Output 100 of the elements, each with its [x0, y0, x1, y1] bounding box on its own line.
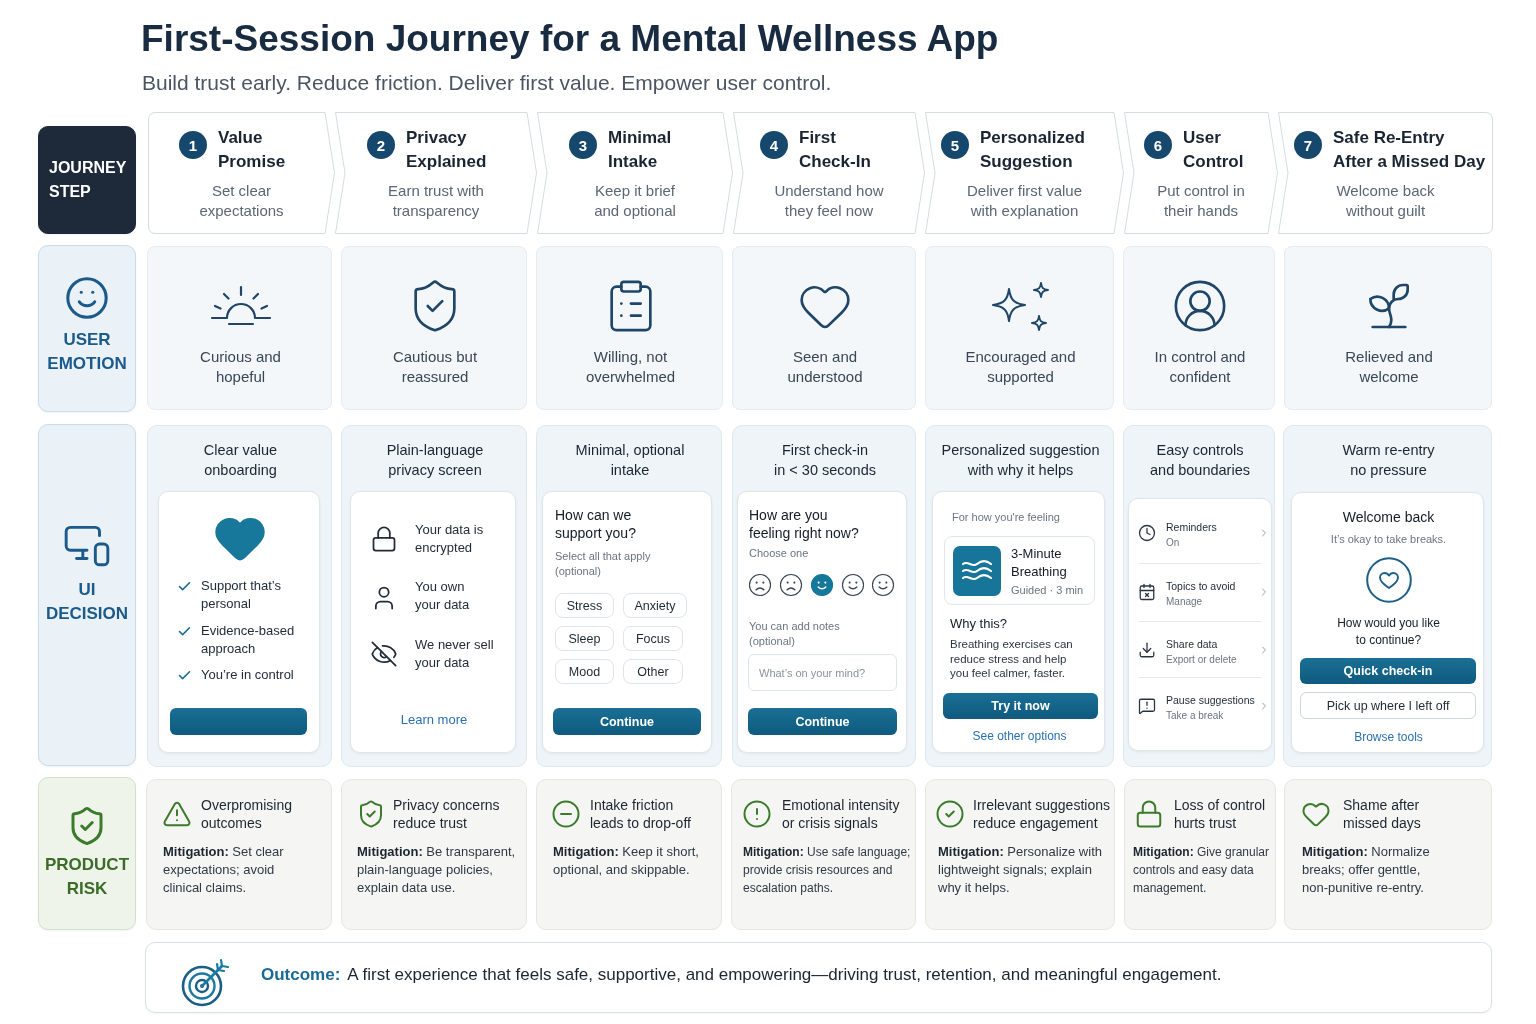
- emotion-label: Encouraged and supported: [965, 347, 1076, 387]
- panel-heading: Easy controls and boundaries: [1150, 441, 1250, 480]
- emotion-label: Relieved and welcome: [1345, 347, 1433, 387]
- ui-decision-panel: [925, 425, 1114, 767]
- learn-more-link: Learn more: [400, 712, 468, 728]
- page-title: First-Session Journey for a Mental Wellness App: [141, 17, 999, 61]
- row-header: [38, 245, 136, 412]
- risk-card: [1124, 779, 1276, 930]
- journey-step-card: [733, 112, 925, 234]
- emotion-card: [1123, 246, 1275, 410]
- topic-option: Sleep: [555, 626, 614, 651]
- step-title: Value Promise: [218, 127, 286, 173]
- journey-step-card: [925, 112, 1124, 234]
- app-screen-mockup: [932, 491, 1105, 753]
- exercise-meta: Guided · 3 min: [1011, 583, 1084, 597]
- row-header: [38, 126, 136, 234]
- benefit-text: Support that’s personal: [201, 577, 281, 613]
- primary-button: Try it now: [943, 693, 1098, 719]
- mitigation-text: Mitigation: Keep it short, optional, and skippable.: [553, 843, 700, 879]
- app-screen-mockup: [350, 491, 516, 753]
- ui-decision-panel: [536, 425, 722, 767]
- emotion-card: [536, 246, 723, 410]
- emotion-card: [1284, 246, 1492, 410]
- emotion-card: [732, 246, 916, 410]
- risk-title: Emotional intensity or crisis signals: [782, 796, 900, 832]
- emotion-label: Cautious but reassured: [392, 347, 478, 387]
- topic-option: Other: [623, 659, 683, 684]
- secondary-button: Pick up where I left off: [1300, 692, 1476, 719]
- risk-card: [536, 779, 722, 930]
- screen-question: How would you like to continue?: [1337, 615, 1440, 649]
- privacy-point-text: You own your data: [415, 578, 470, 614]
- screen-heading: Welcome back: [1342, 508, 1435, 526]
- step-description: Put control in their hands: [1157, 181, 1245, 221]
- privacy-point-text: Your data is encrypted: [415, 521, 484, 557]
- context-label: For how you're feeling: [952, 510, 1060, 524]
- emotion-label: In control and confident: [1154, 347, 1246, 387]
- privacy-point-text: We never sell your data: [415, 636, 494, 672]
- journey-step-card: [1278, 112, 1493, 234]
- mitigation-text: Mitigation: Use safe language; provide crisis resources and escalation paths.: [743, 844, 912, 897]
- panel-heading: First check-in in < 30 seconds: [774, 441, 876, 480]
- emotion-card: [147, 246, 332, 410]
- setting-title: Reminders: [1166, 520, 1217, 534]
- panel-heading: Personalized suggestion with why it helps: [941, 441, 1100, 480]
- row-header-label: USER EMOTION: [47, 329, 127, 375]
- topic-option: Mood: [555, 659, 614, 684]
- emotion-card: [925, 246, 1114, 410]
- mitigation-text: Mitigation: Give granular controls and easy data management.: [1133, 844, 1271, 897]
- journey-step-card: [537, 112, 733, 234]
- setting-title: Topics to avoid: [1166, 579, 1236, 593]
- risk-card: [731, 779, 916, 930]
- helper-text: Choose one: [749, 546, 809, 561]
- risk-title: Irrelevant suggestions reduce engagement: [973, 796, 1110, 832]
- app-screen-mockup: [1291, 492, 1484, 753]
- step-title: Minimal Intake: [608, 127, 672, 173]
- helper-text: You can add notes (optional): [749, 619, 840, 649]
- step-description: Earn trust with transparency: [388, 181, 484, 221]
- explanation-text: Breathing exercises can reduce stress and help you feel calmer, faster.: [950, 637, 1073, 681]
- emotion-label: Seen and understood: [787, 347, 863, 387]
- emotion-label: Curious and hopeful: [200, 347, 281, 387]
- risk-card: [146, 779, 332, 930]
- benefit-text: Evidence-based approach: [201, 622, 295, 658]
- helper-text: It’s okay to take breaks.: [1330, 532, 1447, 546]
- ui-decision-panel: [1283, 425, 1492, 767]
- mitigation-text: Mitigation: Be transparent, plain-language policies, explain data use.: [357, 843, 517, 897]
- benefit-text: You’re in control: [201, 666, 294, 684]
- row-header-label: PRODUCT RISK: [44, 854, 130, 900]
- setting-title: Pause suggestions: [1166, 693, 1255, 707]
- topic-option: Anxiety: [623, 593, 687, 618]
- section-heading: Why this?: [950, 615, 1008, 633]
- outcome-banner: [145, 942, 1492, 1013]
- risk-title: Shame after missed days: [1343, 796, 1421, 832]
- blank-button: [170, 708, 307, 735]
- risk-title: Overpromising outcomes: [201, 796, 293, 832]
- setting-value: Manage: [1166, 595, 1203, 609]
- app-screen-mockup: [1128, 498, 1272, 751]
- ui-decision-panel: [732, 425, 916, 767]
- step-description: Deliver first value with explanation: [967, 181, 1082, 221]
- journey-step-card: [1124, 112, 1278, 234]
- step-description: Set clear expectations: [199, 181, 284, 221]
- screen-question: How can we support you?: [555, 506, 636, 542]
- step-description: Keep it brief and optional: [594, 181, 676, 221]
- screen-question: How are you feeling right now?: [749, 506, 859, 542]
- step-description: Understand how they feel now: [774, 181, 884, 221]
- mitigation-text: Mitigation: Personalize with lightweight signals; explain why it helps.: [938, 843, 1103, 897]
- risk-card: [925, 779, 1115, 930]
- outcome-statement: A first experience that feels safe, supportive, and empowering—driving trust, retention, and meaningful engagement.: [347, 964, 1222, 986]
- panel-heading: Minimal, optional intake: [575, 441, 685, 480]
- step-title: Safe Re-Entry After a Missed Day: [1333, 127, 1486, 173]
- row-header-label: JOURNEY STEP: [49, 158, 127, 202]
- outcome-label: Outcome:: [261, 964, 341, 986]
- row-header: [38, 424, 136, 766]
- helper-text: Select all that apply (optional): [555, 549, 651, 579]
- page-subtitle: Build trust early. Reduce friction. Deliver first value. Empower user control.: [142, 70, 832, 96]
- app-screen-mockup: [542, 491, 712, 753]
- panel-heading: Clear value onboarding: [203, 441, 278, 480]
- row-header: [38, 777, 136, 930]
- topic-option: Focus: [623, 626, 683, 651]
- suggestion-card: [944, 536, 1095, 605]
- risk-title: Loss of control hurts trust: [1174, 796, 1266, 832]
- risk-title: Intake friction leads to drop-off: [590, 796, 691, 832]
